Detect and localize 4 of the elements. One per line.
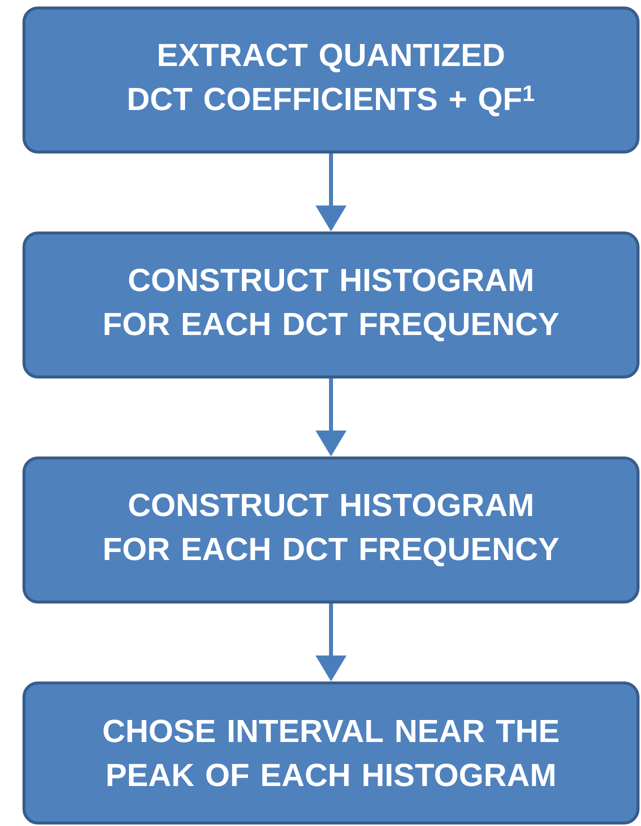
process-box: EXTRACT QUANTIZED DCT COEFFICIENTS + QF$^{1}$ <box>22 6 640 154</box>
process-box: CONSTRUCT HISTOGRAM FOR EACH DCT FREQUENCY <box>22 232 640 378</box>
process-box: CONSTRUCT HISTOGRAM FOR EACH DCT FREQUENCY <box>22 456 640 604</box>
process-box: CHOSE INTERVAL NEAR THE PEAK OF EACH HISTOGRAM <box>22 682 640 824</box>
